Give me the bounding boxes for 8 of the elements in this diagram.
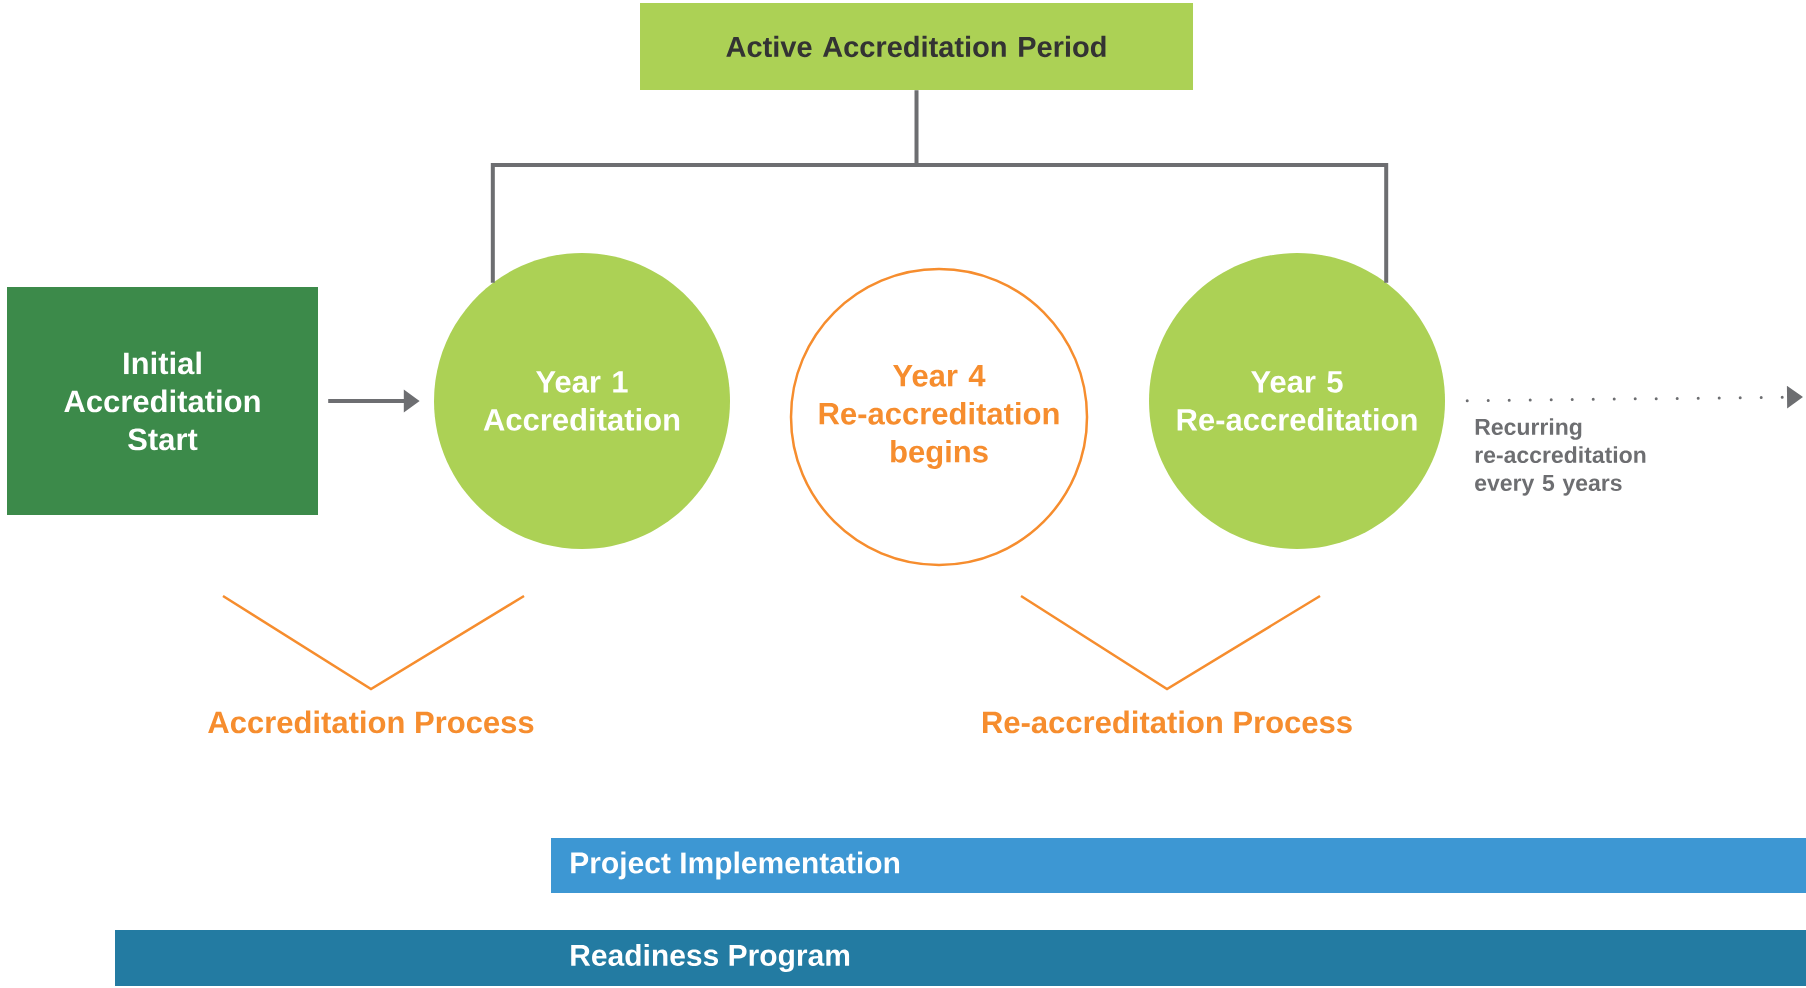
process-label: Accreditation Process [208,710,534,734]
bracket-connector [490,88,1389,283]
process-label: Re-accreditation Process [983,710,1352,734]
edge-label: Recurring re-accreditation every 5 years [1475,418,1646,496]
timeline-bar: Readiness Program [115,930,1806,986]
start-box: Initial Accreditation Start [7,287,318,515]
title-box: Active Accreditation Period [640,3,1193,90]
timeline-bar: Project Implementation [551,838,1806,893]
